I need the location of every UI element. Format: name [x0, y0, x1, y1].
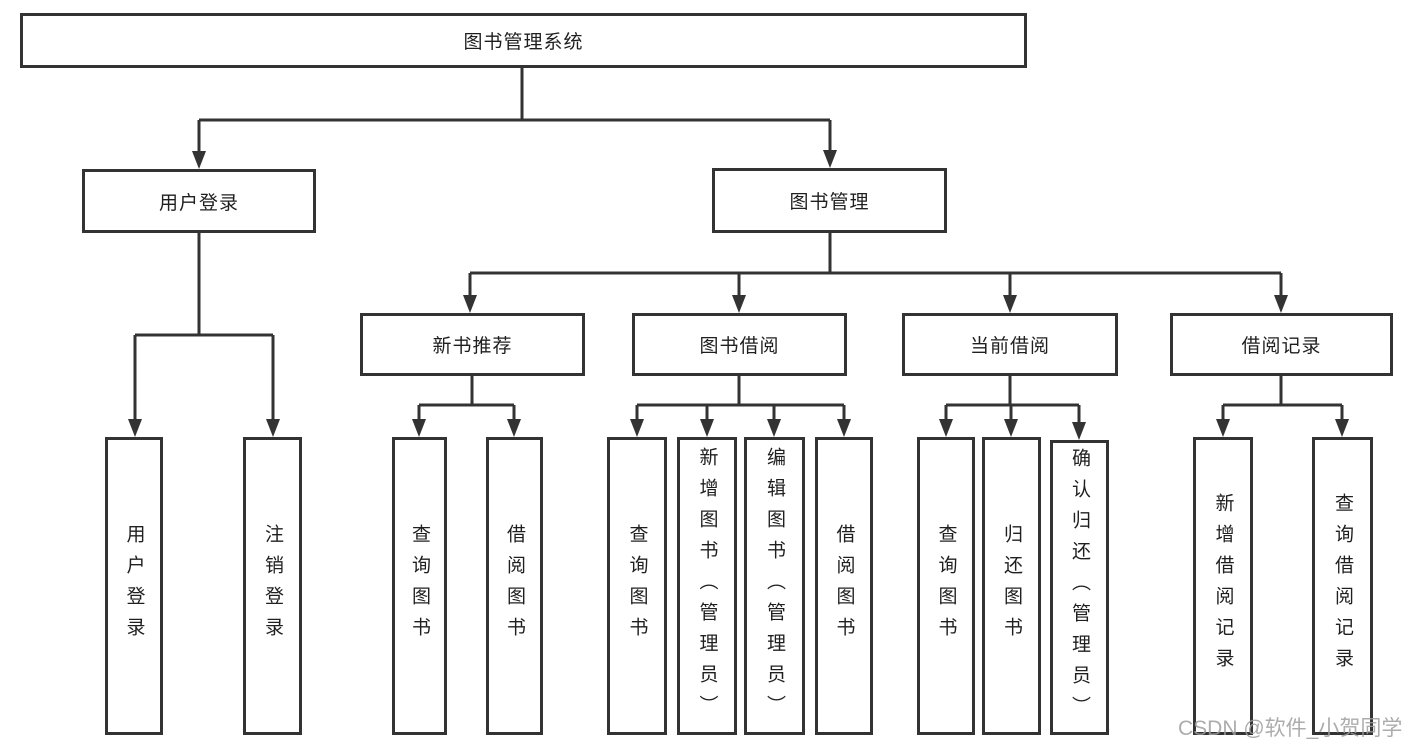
node-leaf-query-borrow-record: 查询借阅记录 [1312, 437, 1373, 735]
csdn-watermark: CSDN @软件_小贺同学 [1178, 717, 1403, 740]
node-leaf-query-books-3: 查询图书 [917, 437, 975, 735]
leaf-label: 注销登录 [262, 524, 283, 648]
leaf-label: 查询图书 [626, 524, 648, 648]
node-leaf-confirm-return-admin: 确认归还（管理员） [1050, 440, 1109, 735]
node-leaf-query-books-2: 查询图书 [607, 437, 667, 735]
leaf-label: 借阅图书 [504, 524, 525, 648]
node-system-root: 图书管理系统 [20, 13, 1027, 68]
node-leaf-borrow-books-1: 借阅图书 [486, 437, 543, 735]
node-leaf-edit-book-admin: 编辑图书（管理员） [744, 437, 805, 735]
node-leaf-add-book-admin: 新增图书（管理员） [677, 437, 737, 735]
node-leaf-logout: 注销登录 [243, 437, 302, 735]
leaf-label: 新增借阅记录 [1212, 493, 1234, 679]
node-leaf-query-books-1: 查询图书 [392, 437, 447, 735]
leaf-label: 查询借阅记录 [1332, 493, 1353, 679]
leaf-label: 新增图书（管理员） [696, 446, 718, 726]
node-leaf-add-borrow-record: 新增借阅记录 [1193, 437, 1253, 735]
node-book-management: 图书管理 [712, 168, 947, 233]
node-user-login: 用户登录 [82, 169, 316, 233]
node-leaf-return-book: 归还图书 [982, 437, 1041, 735]
node-new-book-recommend: 新书推荐 [360, 313, 585, 376]
node-current-borrowing: 当前借阅 [902, 313, 1118, 376]
leaf-label: 确认归还（管理员） [1069, 448, 1090, 727]
leaf-label: 查询图书 [409, 524, 430, 648]
leaf-label: 用户登录 [123, 524, 145, 648]
leaf-label: 查询图书 [935, 524, 957, 648]
leaf-label: 借阅图书 [833, 524, 855, 648]
connector-lines [133, 68, 1344, 425]
node-leaf-user-login: 用户登录 [105, 437, 163, 735]
leaf-label: 编辑图书（管理员） [764, 446, 785, 726]
node-borrow-records: 借阅记录 [1170, 313, 1393, 376]
node-book-borrowing: 图书借阅 [632, 313, 847, 376]
node-leaf-borrow-books-2: 借阅图书 [815, 437, 873, 735]
leaf-label: 归还图书 [1001, 524, 1022, 648]
